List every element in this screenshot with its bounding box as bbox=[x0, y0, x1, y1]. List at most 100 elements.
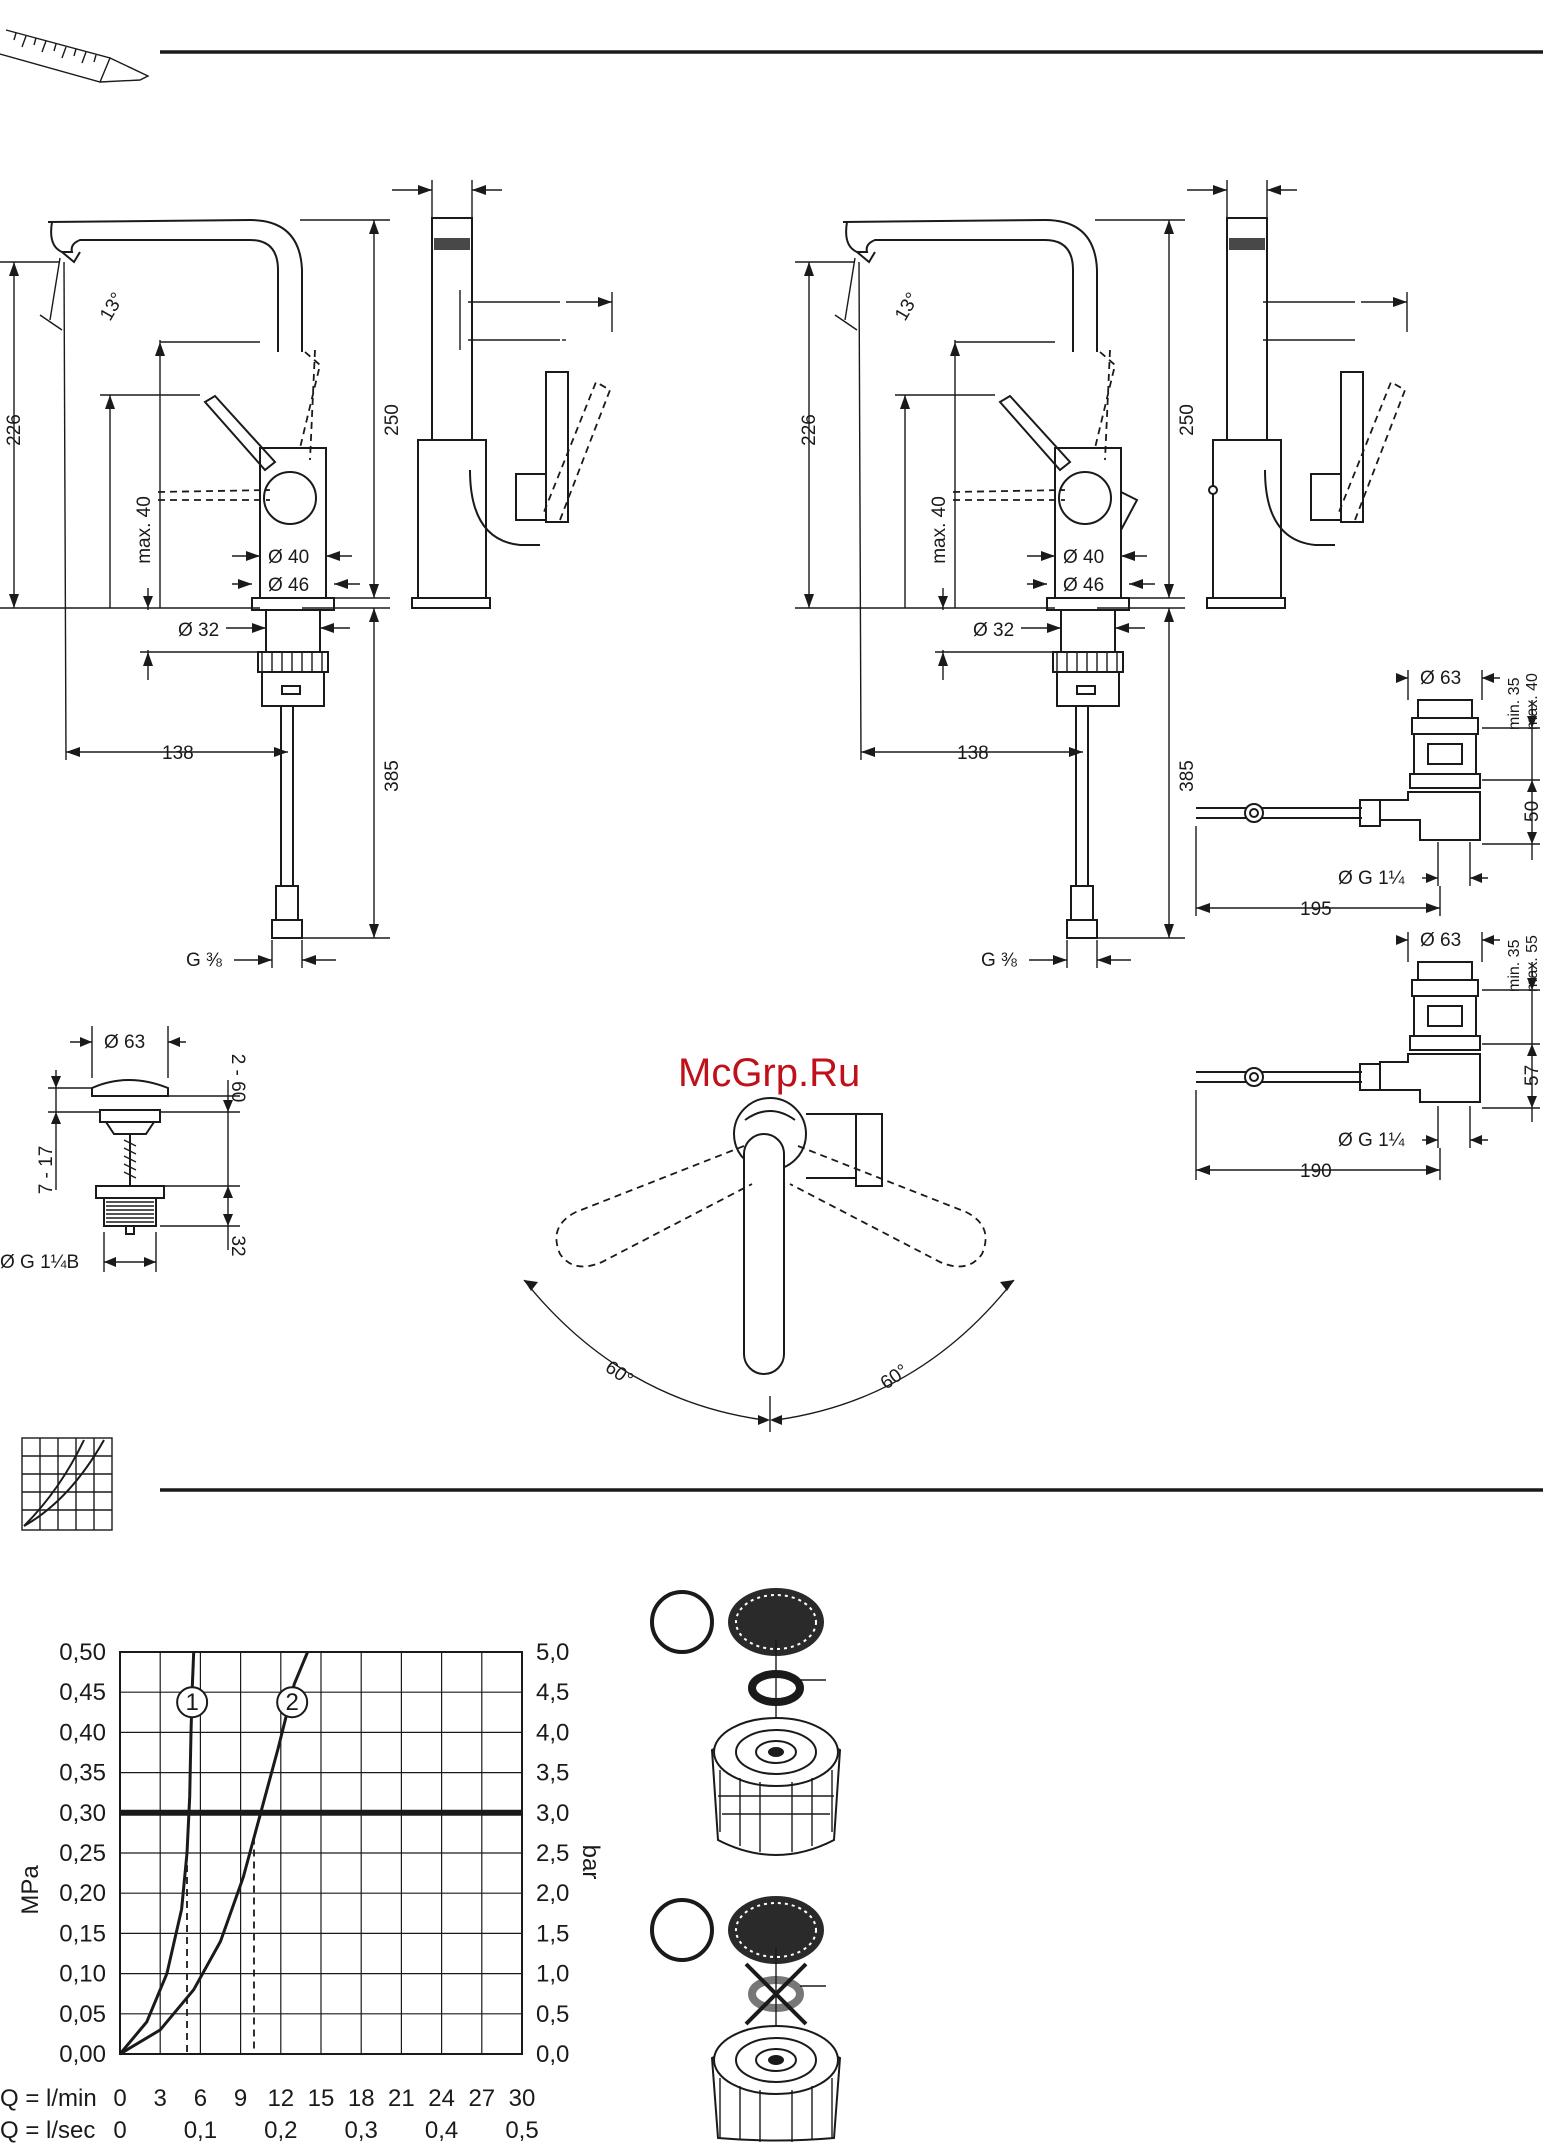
watermark: McGrp.Ru bbox=[678, 1051, 860, 1095]
dim-d32: Ø 32 bbox=[178, 620, 219, 641]
flow-icon bbox=[21, 1437, 113, 1531]
y-left-tick-label: 0,25 bbox=[59, 1840, 106, 1867]
faucet-right-front bbox=[795, 218, 1185, 968]
waste-set-upper: Ø 63 min. 35 max. 40 50 Ø G 1¼ 195 bbox=[1195, 668, 1543, 920]
dim-385-right: 385 bbox=[1177, 760, 1198, 792]
y-right-tick-label: 2,5 bbox=[536, 1840, 569, 1867]
dim-7-17: 7 - 17 bbox=[36, 1146, 57, 1195]
swivel-top-view: 60° 60° bbox=[523, 1097, 1015, 1432]
y-right-tick-label: 0,0 bbox=[536, 2041, 569, 2068]
x1-tick-label: 30 bbox=[509, 2085, 536, 2112]
series-2-label-circle bbox=[276, 1686, 309, 1719]
series-2-label: 2 bbox=[286, 1689, 299, 1716]
dim-d32-right: Ø 32 bbox=[973, 620, 1014, 641]
dim-max-40: max. 40 bbox=[134, 496, 155, 564]
series-1-label: 1 bbox=[185, 1689, 198, 1716]
angle-13-right: 13° bbox=[891, 289, 924, 324]
y-left-tick-label: 0,30 bbox=[59, 1800, 106, 1827]
dim-226: 226 bbox=[4, 414, 25, 446]
x1-label: Q = l/min bbox=[0, 2085, 97, 2112]
dim-g38: G ⅜ bbox=[186, 950, 222, 971]
dim-min35-lower: min. 35 bbox=[1506, 939, 1523, 992]
dim-d46: Ø 46 bbox=[268, 575, 309, 596]
y-left-tick-label: 0,45 bbox=[59, 1679, 106, 1706]
dim-d63-upper: Ø 63 bbox=[1420, 668, 1461, 689]
x2-label: Q = l/sec bbox=[0, 2117, 95, 2143]
x1-tick-label: 9 bbox=[234, 2085, 247, 2112]
dim-32-popup: 32 bbox=[227, 1235, 248, 1256]
x2-tick-label: 0,4 bbox=[425, 2117, 458, 2143]
x1-tick-label: 6 bbox=[194, 2085, 207, 2112]
y-right-tick-label: 1,5 bbox=[536, 1920, 569, 1947]
faucet-right-side bbox=[1187, 180, 1408, 609]
dim-d63-popup: Ø 63 bbox=[104, 1032, 145, 1053]
y-right-tick-label: 4,0 bbox=[536, 1719, 569, 1746]
dim-min35-upper: min. 35 bbox=[1506, 677, 1523, 730]
dim-d40-right: Ø 40 bbox=[1063, 547, 1104, 568]
y-left-tick-label: 0,40 bbox=[59, 1719, 106, 1746]
x1-tick-label: 21 bbox=[388, 2085, 415, 2112]
y-left-tick-label: 0,00 bbox=[59, 2041, 106, 2068]
dim-g114b: Ø G 1¼B bbox=[0, 1252, 79, 1273]
dim-195: 195 bbox=[1300, 899, 1332, 920]
aerator-variant-2 bbox=[650, 1896, 842, 2142]
dim-2-60: 2 - 60 bbox=[227, 1054, 248, 1103]
x1-tick-label: 12 bbox=[267, 2085, 294, 2112]
waste-set-lower: Ø 63 min. 35 max. 55 57 Ø G 1¼ 190 bbox=[1195, 930, 1543, 1182]
x1-tick-label: 0 bbox=[113, 2085, 126, 2112]
y-left-tick-label: 0,15 bbox=[59, 1920, 106, 1947]
dim-226-right: 226 bbox=[799, 414, 820, 446]
dim-max40-upper: max. 40 bbox=[1524, 673, 1541, 730]
y-left-label: MPa bbox=[17, 1865, 44, 1915]
x2-tick-label: 0 bbox=[113, 2117, 126, 2143]
push-open-waste: Ø 63 7 - 17 2 - 60 32 Ø G 1¼B bbox=[0, 1026, 248, 1273]
ruler-icon bbox=[0, 29, 150, 83]
x2-tick-label: 0,2 bbox=[264, 2117, 297, 2143]
y-left-tick-label: 0,35 bbox=[59, 1760, 106, 1787]
dim-138-right: 138 bbox=[957, 743, 989, 764]
y-right-label: bar bbox=[577, 1845, 604, 1880]
x1-tick-label: 24 bbox=[428, 2085, 455, 2112]
dim-d46-right: Ø 46 bbox=[1063, 575, 1104, 596]
dim-190: 190 bbox=[1300, 1161, 1332, 1182]
dim-g114-lower: Ø G 1¼ bbox=[1338, 1130, 1406, 1151]
x1-tick-label: 18 bbox=[348, 2085, 375, 2112]
dim-g38-right: G ⅜ bbox=[981, 950, 1017, 971]
x1-tick-label: 27 bbox=[468, 2085, 495, 2112]
dim-57: 57 bbox=[1522, 1065, 1543, 1086]
y-left-tick-label: 0,20 bbox=[59, 1880, 106, 1907]
dim-50: 50 bbox=[1522, 801, 1543, 822]
series-1-label-circle bbox=[176, 1686, 209, 1719]
y-right-tick-label: 5,0 bbox=[536, 1639, 569, 1666]
y-right-tick-label: 4,5 bbox=[536, 1679, 569, 1706]
dim-385: 385 bbox=[382, 760, 403, 792]
faucet-left-front bbox=[47, 218, 335, 939]
y-left-tick-label: 0,50 bbox=[59, 1639, 106, 1666]
dim-max55: max. 55 bbox=[1524, 935, 1541, 992]
x1-tick-label: 3 bbox=[154, 2085, 167, 2112]
dim-250: 250 bbox=[382, 404, 403, 436]
dim-max-40-right: max. 40 bbox=[929, 496, 950, 564]
faucet-left-side bbox=[392, 180, 613, 609]
dim-250-right: 250 bbox=[1177, 404, 1198, 436]
y-right-tick-label: 0,5 bbox=[536, 2001, 569, 2028]
x2-tick-label: 0,5 bbox=[505, 2117, 538, 2143]
dim-g114-upper: Ø G 1¼ bbox=[1338, 868, 1406, 889]
dim-d40: Ø 40 bbox=[268, 547, 309, 568]
left-front-dimensions: 226 13° max. 40 250 Ø 40 Ø 46 Ø 32 bbox=[0, 219, 403, 971]
dim-d63-lower: Ø 63 bbox=[1420, 930, 1461, 951]
aerator-variant-1 bbox=[650, 1588, 842, 1856]
y-left-tick-label: 0,10 bbox=[59, 1961, 106, 1988]
x1-tick-label: 15 bbox=[308, 2085, 335, 2112]
y-right-tick-label: 2,0 bbox=[536, 1880, 569, 1907]
y-right-tick-label: 3,0 bbox=[536, 1800, 569, 1827]
y-right-tick-label: 3,5 bbox=[536, 1760, 569, 1787]
x2-tick-label: 0,1 bbox=[184, 2117, 217, 2143]
x2-tick-label: 0,3 bbox=[345, 2117, 378, 2143]
angle-13: 13° bbox=[96, 289, 129, 324]
angle-60-left: 60° bbox=[601, 1357, 637, 1391]
